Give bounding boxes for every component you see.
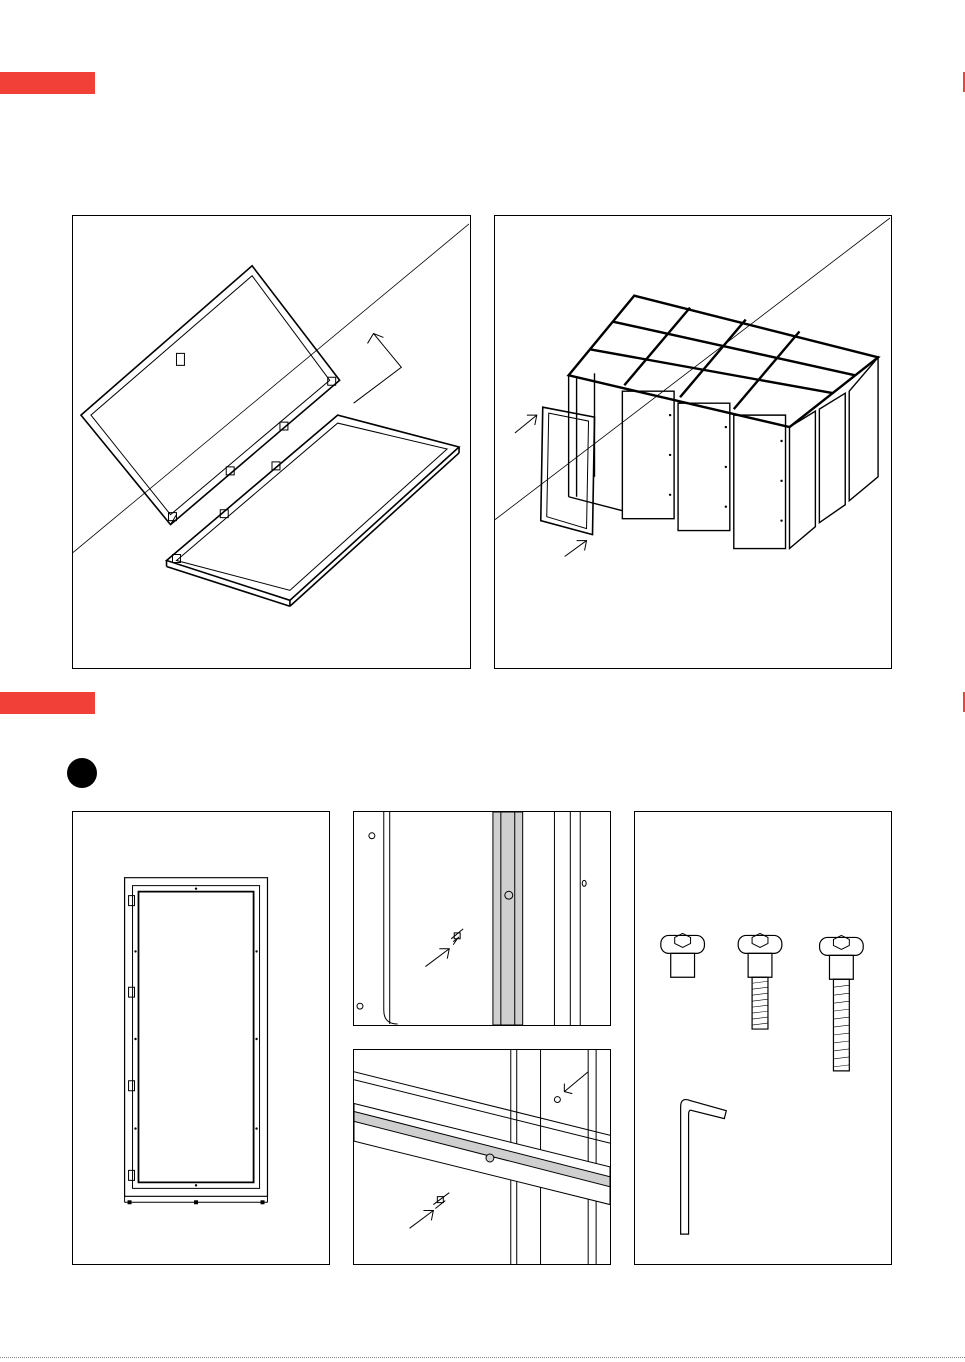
section-1-marker (0, 72, 95, 94)
step-marker (67, 758, 97, 788)
booth-frame-icon (495, 216, 891, 668)
frame-fold-illustration (72, 215, 471, 669)
panel-hinge-icon (73, 216, 470, 668)
screw-detail-vertical-illustration (353, 811, 611, 1026)
panel-front-illustration (72, 811, 330, 1265)
screw-detail-icon (354, 1050, 610, 1264)
panel-front-icon (73, 812, 329, 1264)
screw-detail-icon (354, 812, 610, 1025)
screw-detail-horizontal-illustration (353, 1049, 611, 1265)
page-bottom-rule (0, 1357, 965, 1358)
section-2-marker (0, 692, 95, 714)
booth-frame-illustration (494, 215, 892, 669)
hex-bolts-and-allen-key-icon (635, 812, 891, 1264)
hardware-kit-illustration (634, 811, 892, 1265)
